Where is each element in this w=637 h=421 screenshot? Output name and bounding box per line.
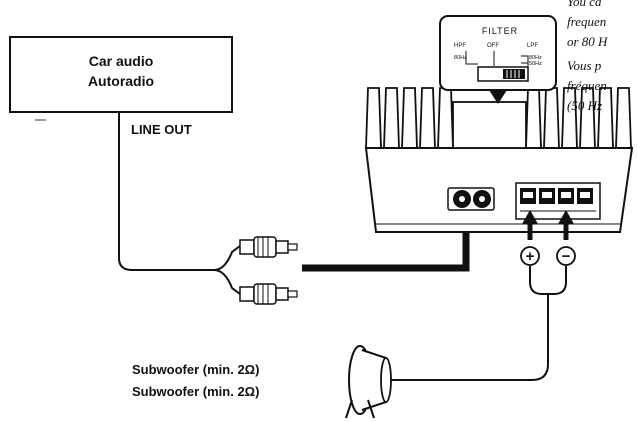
side-note-line-6: (50 Hz: [567, 98, 602, 113]
rca-plug-upper: [239, 236, 298, 258]
filter-off-label: OFF: [487, 43, 499, 49]
filter-lpf-freq-1: 80Hz: [529, 55, 542, 61]
side-note-line-4: Vous p: [567, 58, 602, 73]
minus-symbol-circle: [556, 246, 576, 266]
speaker-terminal-block: [515, 182, 601, 220]
filter-hpf-label: HPF: [454, 43, 466, 49]
subwoofer-label-1: Subwoofer (min. 2Ω): [132, 362, 259, 377]
speaker-wire-main: [384, 294, 549, 381]
side-note-line-1: You ca: [567, 0, 602, 9]
filter-switch-tick-lines: [465, 51, 529, 70]
car-audio-box: [9, 36, 233, 113]
side-note-line-5: fréquen: [567, 78, 607, 93]
plus-symbol-circle: [520, 246, 540, 266]
plus-arrow-head: [522, 210, 538, 224]
speaker-wire-plus: [529, 266, 548, 295]
filter-slide-switch[interactable]: [477, 66, 529, 82]
line-out-cable: [118, 112, 214, 271]
line-out-label: LINE OUT: [131, 122, 192, 137]
minus-symbol: −: [562, 248, 571, 265]
filter-lpf-label: LPF: [527, 43, 538, 49]
amp-rca-inputs: [447, 187, 495, 211]
car-audio-label: Car audio: [89, 53, 154, 69]
filter-title: FILTER: [482, 26, 518, 36]
side-note-line-3: or 80 H: [567, 34, 608, 49]
plus-symbol: +: [526, 248, 535, 265]
minus-arrow-head: [558, 210, 574, 224]
filter-hpf-freq: 80Hz: [454, 55, 467, 61]
rca-plug-lower: [239, 283, 298, 305]
speaker-wire-minus: [548, 266, 567, 295]
y-split-upper: [213, 245, 241, 271]
y-split-lower: [213, 269, 241, 295]
filter-lpf-freq-2: 50Hz: [529, 61, 542, 67]
autoradio-label: Autoradio: [88, 73, 154, 89]
subwoofer-label-2: Subwoofer (min. 2Ω): [132, 384, 259, 399]
side-note-line-2: frequen: [567, 14, 606, 29]
subwoofer-icon: [345, 345, 392, 419]
